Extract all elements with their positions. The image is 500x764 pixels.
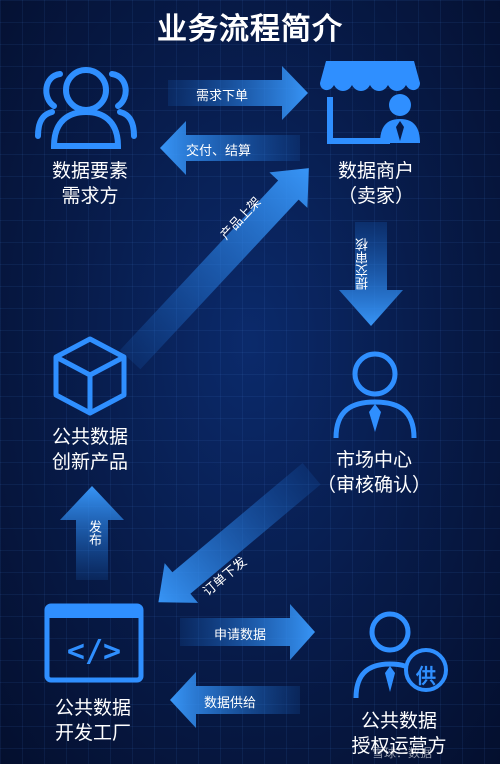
watermark: 雪球：数据 (372, 746, 433, 760)
node-factory-line2: 开发工厂 (54, 722, 131, 744)
node-demand-line2: 需求方 (61, 185, 119, 207)
arrow-delivery (160, 121, 300, 175)
person-tie-icon (333, 351, 417, 439)
node-merchant-line2: （卖家） (337, 185, 414, 207)
cube-icon (53, 336, 127, 416)
arrow-publish-label: 发布 (86, 520, 101, 546)
node-demand: 数据要素 需求方 (40, 159, 140, 209)
node-operator-line1: 公共数据 (360, 710, 437, 732)
node-factory-line1: 公共数据 (54, 697, 131, 719)
node-merchant-line1: 数据商户 (337, 160, 414, 182)
operator-supply-icon (353, 611, 448, 699)
arrow-order (168, 66, 308, 120)
arrow-apply-data (180, 604, 315, 660)
page-title: 业务流程简介 (157, 12, 343, 47)
arrow-submit-review-label: 提交审核 (356, 238, 371, 290)
arrow-publish (60, 486, 124, 580)
node-operator: 公共数据 授权运营方 (334, 709, 464, 759)
node-public-product-line1: 公共数据 (51, 426, 128, 448)
arrow-order-label: 需求下单 (196, 89, 249, 104)
arrow-order-dispatch (158, 462, 321, 603)
node-operator-line2: 授权运营方 (351, 735, 447, 757)
node-merchant: 数据商户 （卖家） (318, 159, 434, 209)
node-market: 市场中心 （审核确认） (306, 448, 442, 498)
svg-text:</>: </> (67, 634, 121, 669)
arrow-data-supply (170, 672, 300, 728)
node-market-line1: 市场中心 (335, 449, 412, 471)
arrow-apply-data-label: 申请数据 (214, 628, 267, 643)
arrow-data-supply-label: 数据供给 (204, 696, 257, 711)
supply-badge-text: 供 (416, 664, 436, 688)
node-market-line2: （审核确认） (316, 474, 431, 496)
code-window-icon: </> (44, 603, 144, 683)
arrow-submit-review (339, 222, 403, 326)
arrow-delivery-label: 交付、结算 (186, 144, 252, 159)
node-public-product-line2: 创新产品 (51, 451, 128, 473)
node-factory: 公共数据 开发工厂 (40, 696, 146, 746)
node-demand-line1: 数据要素 (51, 160, 128, 182)
store-merchant-icon (320, 61, 420, 144)
people-group-icon (35, 67, 137, 149)
arrow-product-listing (119, 168, 309, 370)
node-public-product: 公共数据 创新产品 (38, 425, 142, 475)
